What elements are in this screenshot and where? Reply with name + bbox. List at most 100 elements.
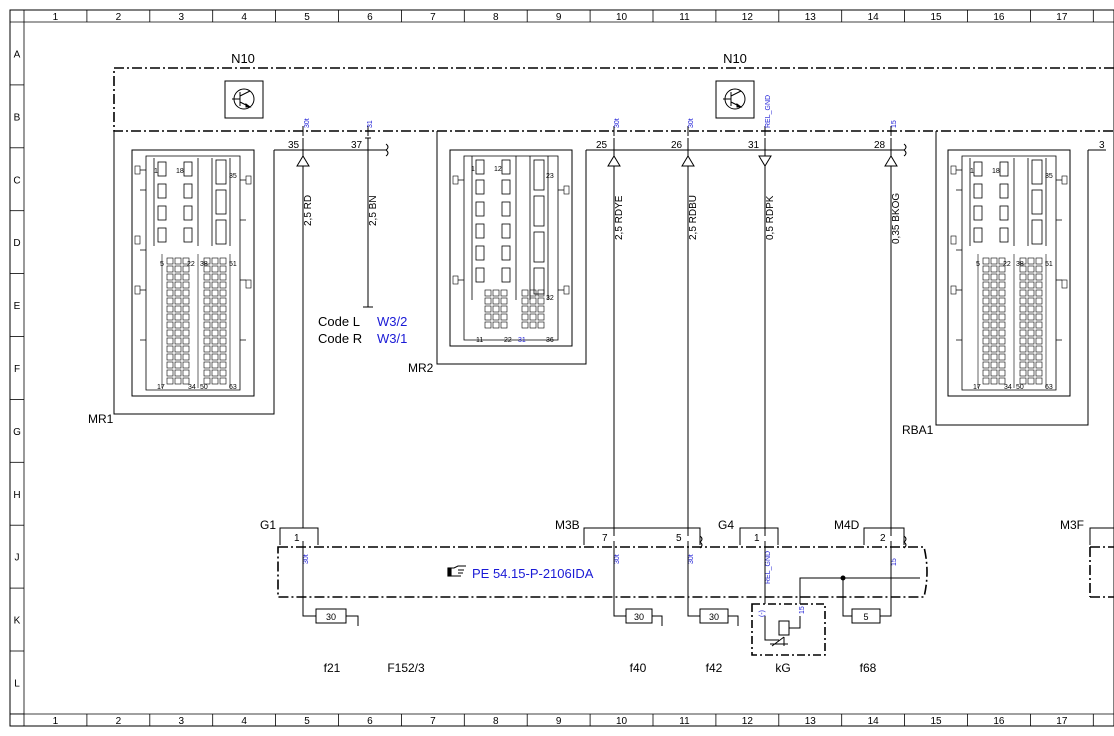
transistor-icon xyxy=(224,80,264,119)
pin-26-number: 26 xyxy=(671,140,683,151)
relay-kg: (-) 15 xyxy=(751,603,826,656)
mr1-pin-34: 34 xyxy=(188,384,196,391)
row-label: F xyxy=(14,364,20,375)
fuse-f40: 30 xyxy=(625,608,653,624)
column-label: 15 xyxy=(930,12,942,23)
n10-label-right: N10 xyxy=(723,51,747,66)
column-label: 16 xyxy=(993,12,1005,23)
mr2-connector xyxy=(436,131,587,365)
pin-28-tag: 15 xyxy=(891,120,898,128)
pin-3-number: 3 xyxy=(1099,140,1105,151)
relay-minus: (-) xyxy=(759,610,766,617)
drawing-frame xyxy=(9,9,1114,727)
g4-pin: 1 xyxy=(754,533,760,544)
m4d-pin: 2 xyxy=(880,533,886,544)
code-l-ref[interactable]: W3/2 xyxy=(377,314,407,329)
column-label: 3 xyxy=(178,716,184,727)
pin-31-number: 31 xyxy=(748,140,760,151)
rba1-connector xyxy=(935,131,1089,426)
m3f-label: M3F xyxy=(1060,518,1084,532)
pin-25-tag: 30t xyxy=(614,118,621,128)
mr1-pin-1: 1 xyxy=(154,168,158,175)
wire-2-5-bn: 2,5 BN xyxy=(368,195,379,226)
reference-link[interactable]: PE 54.15-P-2106IDA xyxy=(447,565,594,581)
transistor-icon xyxy=(715,80,755,119)
label-f152-3: F152/3 xyxy=(387,661,425,675)
reference-text: PE 54.15-P-2106IDA xyxy=(472,566,594,581)
code-r-ref[interactable]: W3/1 xyxy=(377,331,407,346)
pin-26-tag: 30t xyxy=(688,118,695,128)
row-label: E xyxy=(14,301,21,312)
lower-tag-5: 15 xyxy=(891,558,898,566)
fuse-f21: 30 xyxy=(315,608,347,624)
wire-0-5-rdpk: 0,5 RDPK xyxy=(765,195,776,240)
column-label: 7 xyxy=(430,12,436,23)
label-f42: f42 xyxy=(706,661,723,675)
m3b-label: M3B xyxy=(555,518,580,532)
pin-arrows xyxy=(296,150,898,167)
mr1-pin-50: 50 xyxy=(200,384,208,391)
wires xyxy=(302,138,892,536)
lower-tag-2: 30t xyxy=(614,554,621,564)
n10-label-left: N10 xyxy=(231,51,255,66)
mr2-pin-32: 32 xyxy=(546,295,554,302)
mr2-pin-12: 12 xyxy=(494,166,502,173)
bus-lines xyxy=(274,143,1106,157)
relay-icon xyxy=(764,616,801,647)
rba1-pin-34: 34 xyxy=(1004,384,1012,391)
column-label: 4 xyxy=(241,12,247,23)
fuse-f21-value: 30 xyxy=(326,612,336,622)
column-label: 10 xyxy=(616,12,628,23)
column-label: 5 xyxy=(304,716,310,727)
mr1-pin-18: 18 xyxy=(176,168,184,175)
column-label: 1 xyxy=(53,12,59,23)
mr1-pin-5: 5 xyxy=(160,261,164,268)
fuse-f42-value: 30 xyxy=(709,612,719,622)
lower-tag-3: 30t xyxy=(688,554,695,564)
pin-35-tag: 30t xyxy=(304,118,311,128)
pin-37-number: 37 xyxy=(351,140,363,151)
column-label: 10 xyxy=(616,716,628,727)
row-label: L xyxy=(14,678,20,689)
row-label: A xyxy=(14,49,21,60)
g1-pin: 1 xyxy=(294,533,300,544)
row-label: K xyxy=(14,616,21,627)
fuse-f42: 30 xyxy=(699,608,729,624)
fuse-f68-value: 5 xyxy=(863,612,868,622)
mr1-pin-51: 51 xyxy=(229,261,237,268)
row-label: G xyxy=(13,427,21,438)
column-label: 5 xyxy=(304,12,310,23)
label-kg: kG xyxy=(775,661,790,675)
column-label: 12 xyxy=(742,716,754,727)
row-label: H xyxy=(13,490,20,501)
column-label: 15 xyxy=(930,716,942,727)
column-label: 3 xyxy=(178,12,184,23)
mr1-label: MR1 xyxy=(88,412,114,426)
lower-tag-4: REL_GND xyxy=(765,551,772,584)
lower-tag-1: 30t xyxy=(303,554,310,564)
column-label: 2 xyxy=(116,12,122,23)
rba1-pin-50: 50 xyxy=(1016,384,1024,391)
m3b-pin-5: 5 xyxy=(676,533,682,544)
column-label: 13 xyxy=(805,716,817,727)
mr2-pin-31: 31 xyxy=(518,337,526,344)
g1-label: G1 xyxy=(260,518,276,532)
wire-0-35-bkog: 0,35 BKOG xyxy=(891,193,902,244)
rba1-pin-22: 22 xyxy=(1003,261,1011,268)
row-label: D xyxy=(13,238,20,249)
column-label: 7 xyxy=(430,716,436,727)
rba1-pin-17: 17 xyxy=(973,384,981,391)
label-f40: f40 xyxy=(630,661,647,675)
column-label: 17 xyxy=(1056,12,1068,23)
mr1-pin-63: 63 xyxy=(229,384,237,391)
column-label: 14 xyxy=(868,716,880,727)
mr1-pin-17: 17 xyxy=(157,384,165,391)
rba1-pin-38: 38 xyxy=(1016,261,1024,268)
mr1-pin-22: 22 xyxy=(187,261,195,268)
mr2-label: MR2 xyxy=(408,361,434,375)
rba1-pin-1: 1 xyxy=(970,168,974,175)
column-label: 1 xyxy=(53,716,59,727)
